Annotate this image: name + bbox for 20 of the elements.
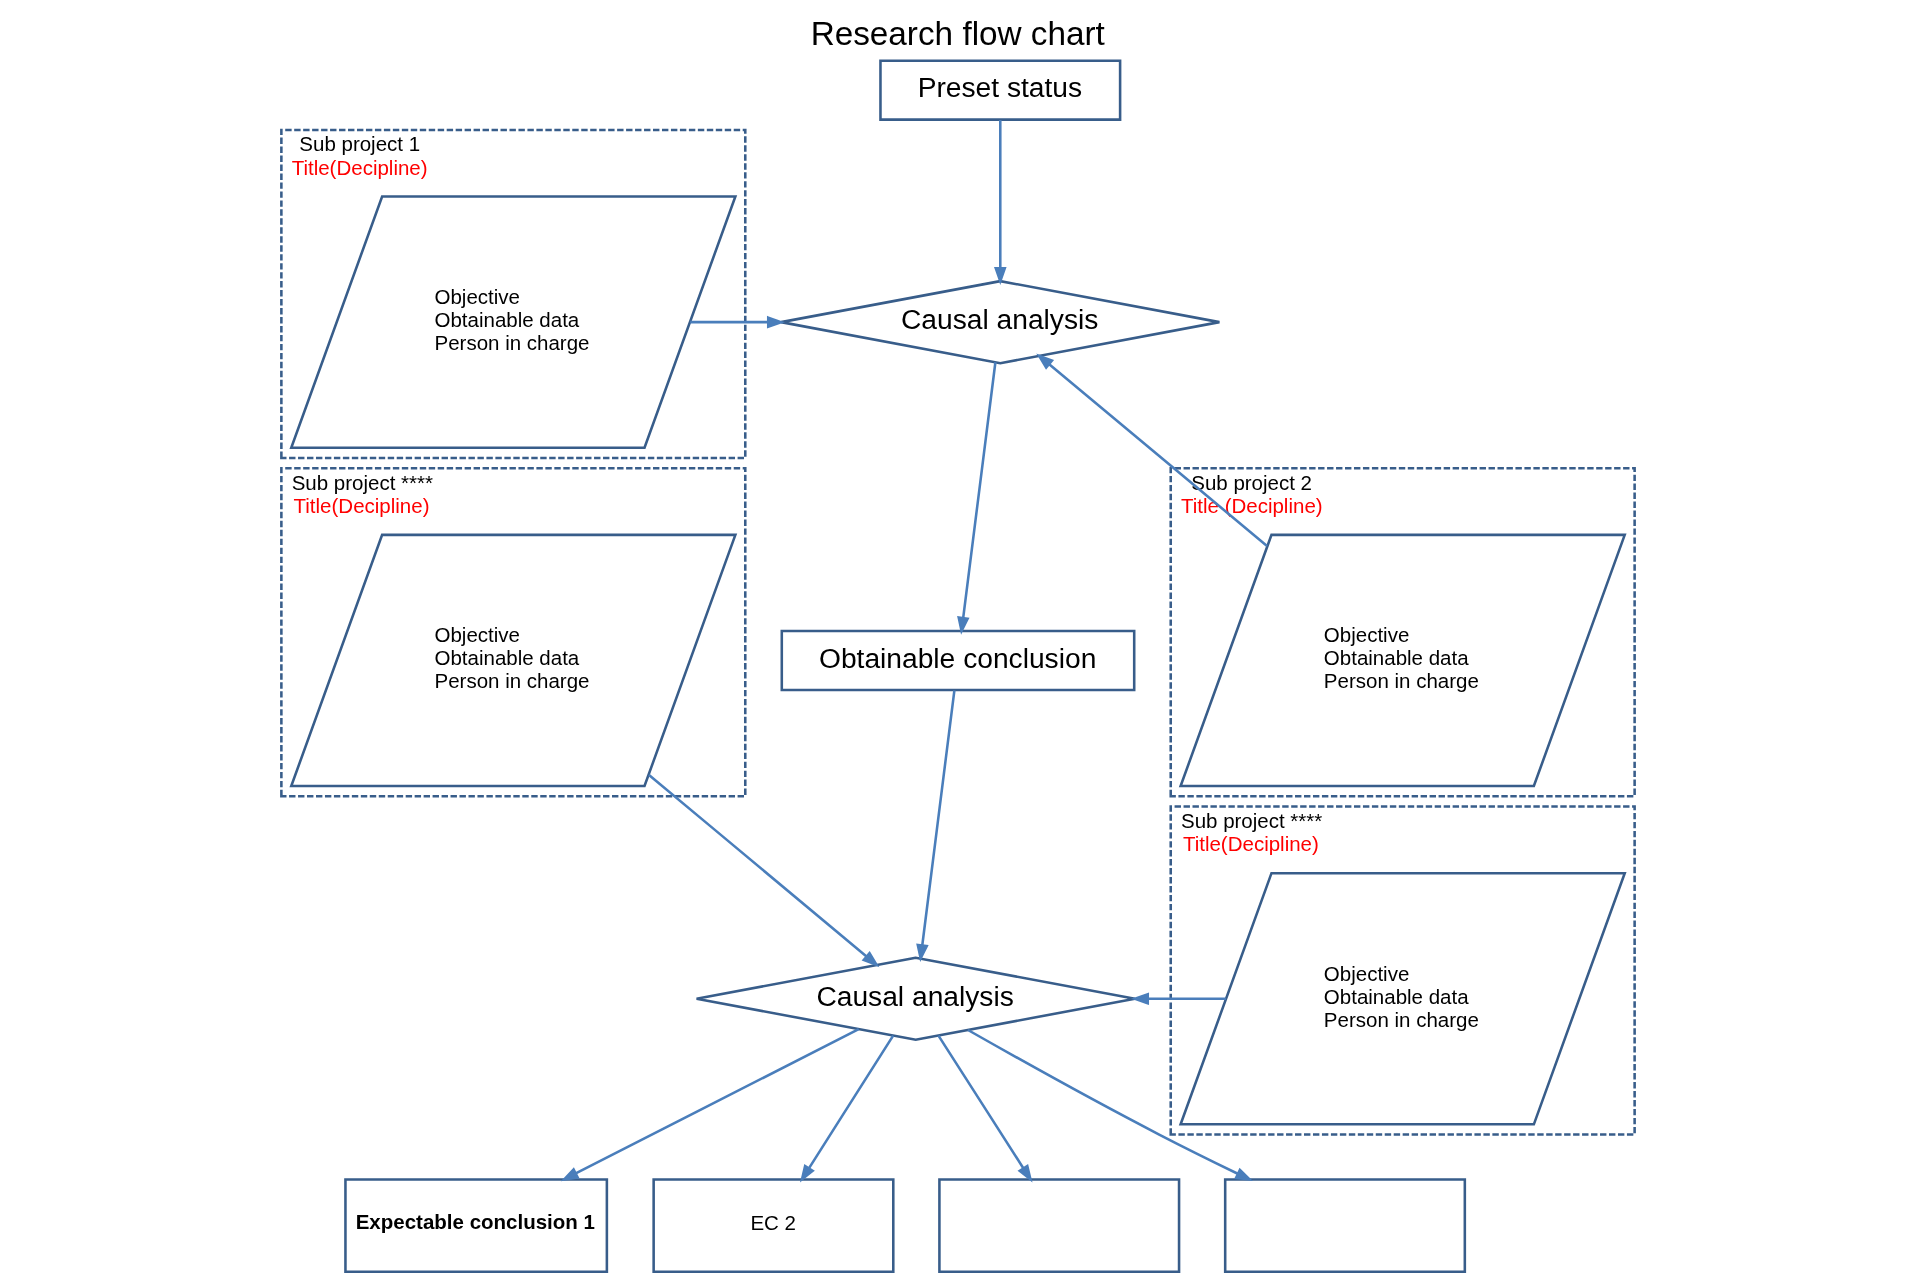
node-box <box>1223 1178 1466 1273</box>
arrow <box>915 690 956 963</box>
diagram-title: Research flow chart <box>810 15 1105 53</box>
arrow <box>799 1034 894 1183</box>
arrow <box>956 362 997 635</box>
node-diamond: Causal analysis <box>694 956 1136 1042</box>
arrow <box>1035 353 1268 547</box>
node-box: Expectable conclusion 1 <box>343 1178 608 1273</box>
arrow <box>936 1034 1032 1183</box>
arrow <box>689 315 785 329</box>
arrow <box>993 120 1007 285</box>
node-box: EC 2 <box>651 1178 895 1273</box>
node-box: Preset status <box>878 59 1121 121</box>
arrow <box>560 1027 859 1182</box>
node-diamond: Causal analysis <box>779 279 1221 365</box>
arrow <box>966 1028 1253 1182</box>
arrow <box>1130 992 1226 1006</box>
node-box <box>937 1178 1180 1273</box>
node-box: Obtainable conclusion <box>780 629 1135 692</box>
arrow <box>647 773 879 968</box>
